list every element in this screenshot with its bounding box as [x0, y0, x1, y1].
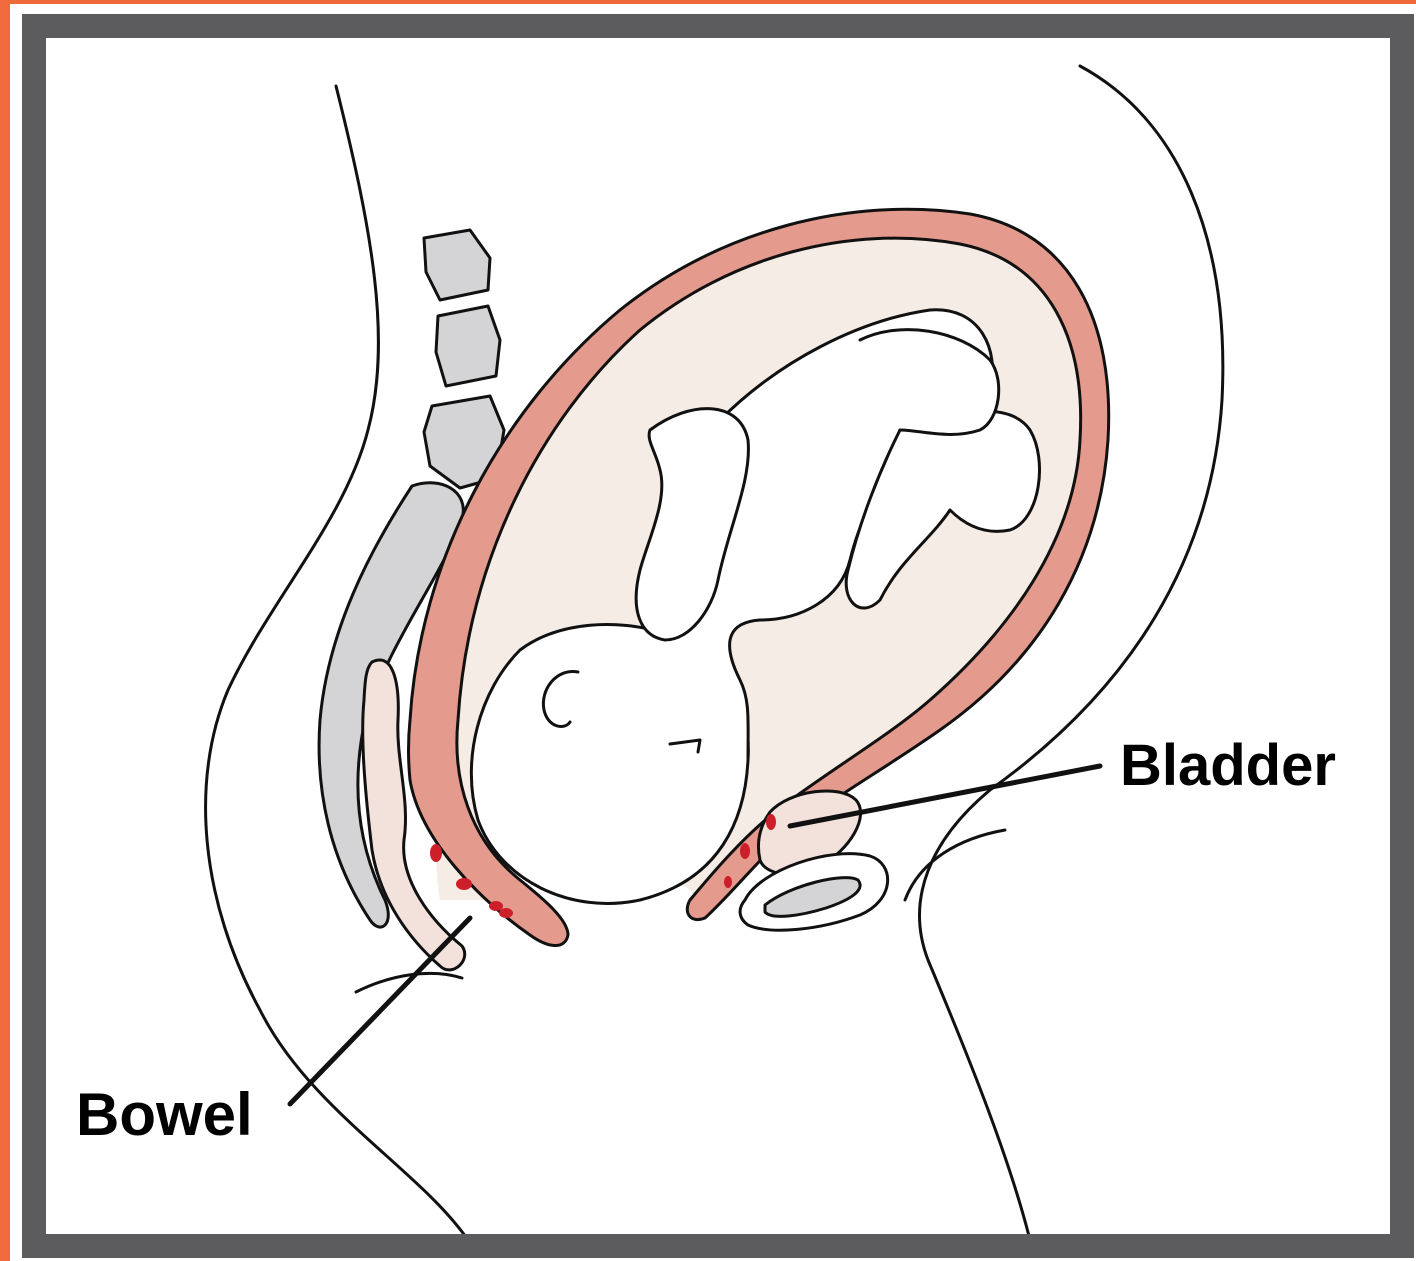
bowel-label: Bowel: [76, 1080, 253, 1149]
bowel-leader-line: [290, 918, 470, 1104]
vessel-dot: [499, 908, 513, 918]
vessel-dot: [724, 876, 732, 888]
vessel-dot: [456, 878, 472, 890]
vessel-dot: [430, 844, 442, 862]
vertebra-2: [436, 306, 500, 386]
vessel-dot: [740, 843, 750, 859]
bladder-label: Bladder: [1120, 732, 1336, 799]
vessel-dot: [489, 901, 503, 911]
vertebra-1: [424, 230, 490, 300]
vessel-dot: [766, 814, 776, 830]
thigh-crease: [905, 830, 1005, 900]
